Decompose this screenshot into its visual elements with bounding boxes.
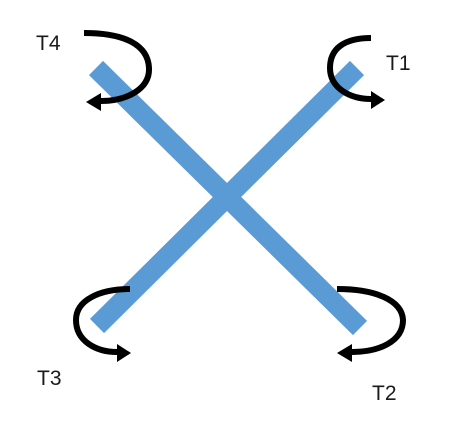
rotor-t2-rotation-arrow-icon xyxy=(336,286,407,362)
arm-t4-t2 xyxy=(88,60,368,336)
rotor-t1-rotation-arrow-icon xyxy=(326,35,385,109)
rotor-label-t1: T1 xyxy=(386,52,411,75)
rotation-arrows xyxy=(72,30,407,362)
rotor-t4-rotation-arrow-icon xyxy=(83,30,152,111)
frame-arms xyxy=(88,60,368,336)
rotor-label-t2: T2 xyxy=(372,382,397,405)
rotor-t3-rotation-arrow-icon xyxy=(72,286,131,362)
rotor-label-t3: T3 xyxy=(37,367,62,390)
rotor-label-t4: T4 xyxy=(36,32,61,55)
